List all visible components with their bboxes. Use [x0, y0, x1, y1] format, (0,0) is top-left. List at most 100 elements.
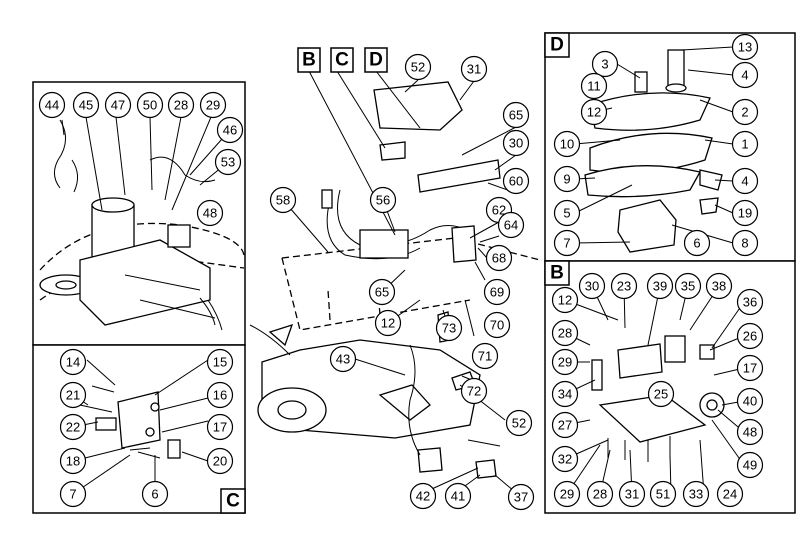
callout-main-71: 71 — [471, 342, 499, 370]
callout-d-6: 6 — [683, 229, 711, 257]
callout-tl-47: 47 — [104, 91, 132, 119]
section-label-b-top — [297, 47, 321, 73]
svg-text:7: 7 — [563, 236, 570, 251]
callout-b-12: 12 — [551, 286, 579, 314]
panel-c-bracket-drawing — [79, 385, 181, 459]
section-label-c-top — [330, 47, 354, 73]
section-label-d-top-text: D — [369, 50, 383, 71]
svg-text:48: 48 — [203, 206, 217, 221]
svg-text:52: 52 — [512, 416, 526, 431]
callout-c-16: 16 — [206, 381, 234, 409]
callout-b-49: 49 — [736, 451, 764, 479]
svg-text:65: 65 — [375, 285, 389, 300]
callout-d-10: 10 — [553, 130, 581, 158]
callout-c-22: 22 — [59, 413, 87, 441]
svg-text:21: 21 — [66, 388, 80, 403]
svg-text:3: 3 — [601, 57, 608, 72]
callout-d-9: 9 — [553, 165, 581, 193]
callout-b-28a: 28 — [551, 319, 579, 347]
svg-text:72: 72 — [467, 384, 481, 399]
svg-text:29: 29 — [558, 355, 572, 370]
svg-text:11: 11 — [587, 79, 601, 94]
svg-text:20: 20 — [213, 454, 227, 469]
callout-b-31: 31 — [618, 480, 646, 508]
callout-c-14: 14 — [59, 348, 87, 376]
callout-main-31: 31 — [460, 55, 488, 83]
panel-b-plate-drawing — [591, 335, 725, 462]
callout-b-32: 32 — [551, 445, 579, 473]
svg-text:13: 13 — [738, 40, 752, 55]
section-label-d-top — [364, 47, 388, 73]
svg-text:42: 42 — [416, 489, 430, 504]
callout-d-5: 5 — [553, 199, 581, 227]
svg-text:14: 14 — [66, 355, 80, 370]
svg-text:53: 53 — [221, 155, 235, 170]
callout-tl-29: 29 — [199, 91, 227, 119]
callout-d-3: 3 — [591, 50, 619, 78]
callout-b-34: 34 — [551, 380, 579, 408]
motor-assembly-drawing — [39, 119, 245, 331]
svg-text:1: 1 — [741, 137, 748, 152]
callout-tl-53: 53 — [214, 148, 242, 176]
svg-text:62: 62 — [492, 203, 506, 218]
svg-text:17: 17 — [743, 361, 757, 376]
svg-text:12: 12 — [558, 293, 572, 308]
svg-text:16: 16 — [213, 388, 227, 403]
callouts-top-left: 44 45 47 50 28 29 46 53 48 — [38, 91, 244, 227]
svg-text:60: 60 — [509, 174, 523, 189]
svg-text:40: 40 — [743, 394, 757, 409]
svg-text:28: 28 — [174, 98, 188, 113]
svg-text:18: 18 — [66, 454, 80, 469]
svg-text:5: 5 — [563, 206, 570, 221]
callout-d-2: 2 — [731, 98, 759, 126]
svg-text:73: 73 — [442, 321, 456, 336]
callout-tl-46: 46 — [216, 116, 244, 144]
callouts-panel-c: 14 15 21 16 22 17 18 20 7 6 — [59, 348, 234, 508]
callout-tl-45: 45 — [72, 91, 100, 119]
callout-c-15: 15 — [206, 348, 234, 376]
svg-text:26: 26 — [743, 329, 757, 344]
callout-main-12: 12 — [374, 309, 402, 337]
callout-b-25: 25 — [647, 380, 675, 408]
svg-text:22: 22 — [66, 420, 80, 435]
callout-b-24: 24 — [716, 480, 744, 508]
callout-d-19: 19 — [731, 199, 759, 227]
callouts-panel-b: 30 23 39 35 38 12 36 28 26 29 17 34 25 4… — [551, 272, 764, 508]
callout-main-58: 58 — [269, 186, 297, 214]
svg-text:34: 34 — [558, 387, 572, 402]
callout-d-1: 1 — [731, 130, 759, 158]
callout-main-65a: 65 — [502, 101, 530, 129]
svg-text:7: 7 — [69, 487, 76, 502]
callout-c-17: 17 — [206, 413, 234, 441]
callout-d-8: 8 — [731, 229, 759, 257]
svg-text:48: 48 — [743, 425, 757, 440]
callout-c-6: 6 — [141, 480, 169, 508]
callout-main-73: 73 — [435, 314, 463, 342]
callout-b-33-text: 33 — [689, 487, 703, 502]
svg-text:36: 36 — [743, 295, 757, 310]
callout-b-26: 26 — [736, 322, 764, 350]
svg-text:4: 4 — [741, 174, 748, 189]
svg-text:70: 70 — [490, 318, 504, 333]
svg-text:35: 35 — [681, 279, 695, 294]
svg-text:10: 10 — [560, 137, 574, 152]
callout-main-69: 69 — [483, 278, 511, 306]
callout-main-41: 41 — [444, 482, 472, 510]
svg-text:58: 58 — [276, 193, 290, 208]
callout-d-4a: 4 — [731, 61, 759, 89]
svg-text:56: 56 — [376, 193, 390, 208]
section-letter-boxes: B C D D B C — [220, 32, 570, 514]
svg-text:29: 29 — [560, 487, 574, 502]
svg-text:9: 9 — [563, 172, 570, 187]
svg-text:41: 41 — [451, 489, 465, 504]
svg-text:8: 8 — [741, 236, 748, 251]
section-label-b-panel — [544, 260, 570, 286]
svg-text:31: 31 — [625, 487, 639, 502]
callout-main-52b: 52 — [505, 409, 533, 437]
svg-text:24: 24 — [723, 487, 737, 502]
callout-b-33-visible: 33 — [682, 480, 710, 508]
svg-text:17: 17 — [213, 420, 227, 435]
svg-text:31: 31 — [467, 62, 481, 77]
svg-text:50: 50 — [143, 98, 157, 113]
svg-text:29: 29 — [206, 98, 220, 113]
